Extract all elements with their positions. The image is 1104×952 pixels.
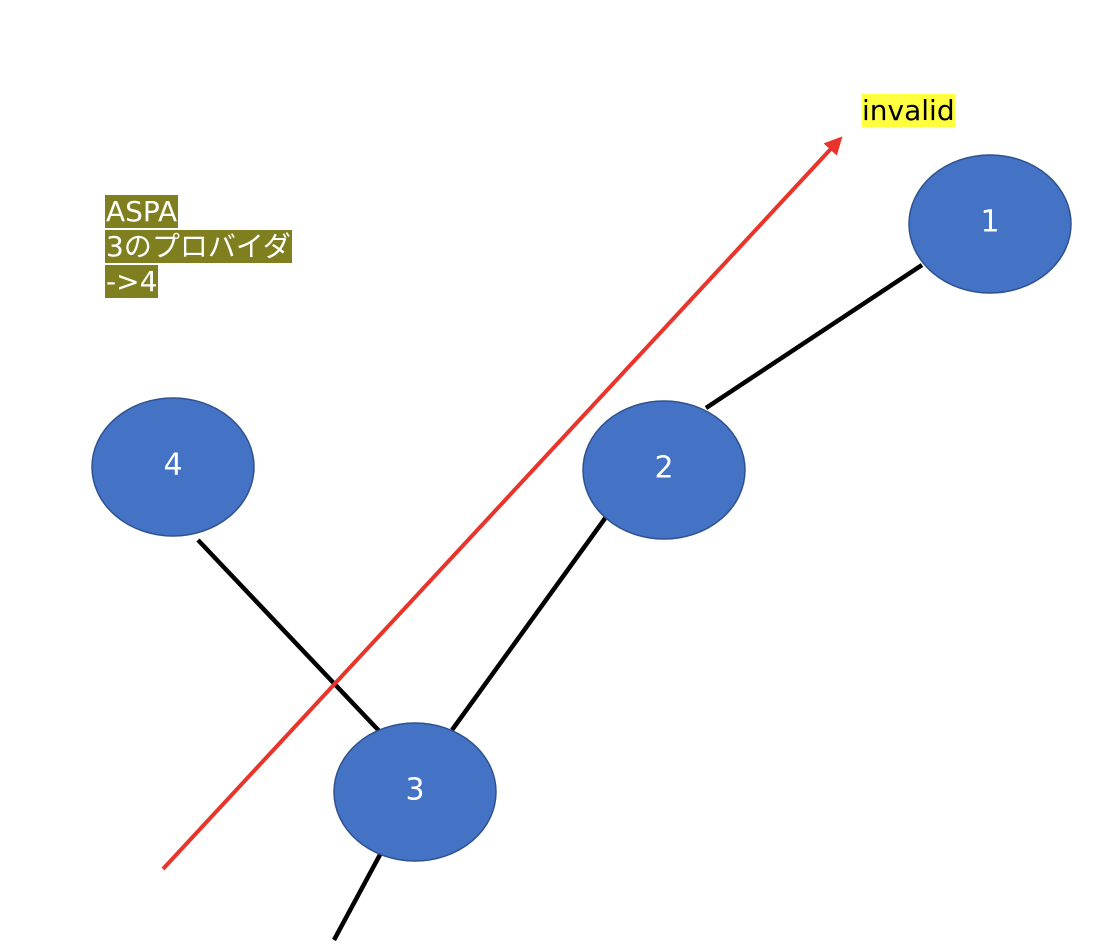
node-1-ellipse [908,154,1072,294]
aspa-note-line-2-text: 3のプロバイダ [105,230,292,263]
node-3-label: 3 [405,773,424,808]
invalid-label-text: invalid [862,94,955,127]
edge-1-2 [704,263,924,410]
node-1[interactable]: 1 [908,154,1072,294]
aspa-note-line-1-text: ASPA [105,195,179,228]
node-2-ellipse [582,400,746,540]
invalid-arrow [161,136,843,871]
aspa-note-line-1: ASPA [105,194,292,229]
node-3-ellipse [333,722,497,862]
aspa-note-line-3-text: ->4 [105,265,159,298]
edge-3-down [332,849,384,942]
invalid-label: invalid [862,93,955,128]
aspa-note-line-2: 3のプロバイダ [105,229,292,264]
edge-4-3 [196,538,384,736]
aspa-note: ASPA 3のプロバイダ ->4 [105,194,292,299]
node-3[interactable]: 3 [333,722,497,862]
aspa-note-line-3: ->4 [105,264,292,299]
node-1-label: 1 [980,205,999,240]
node-4[interactable]: 4 [91,397,255,537]
node-2[interactable]: 2 [582,400,746,540]
node-4-label: 4 [163,448,182,483]
node-2-label: 2 [654,451,673,486]
edge-2-3 [450,515,608,732]
node-4-ellipse [91,397,255,537]
